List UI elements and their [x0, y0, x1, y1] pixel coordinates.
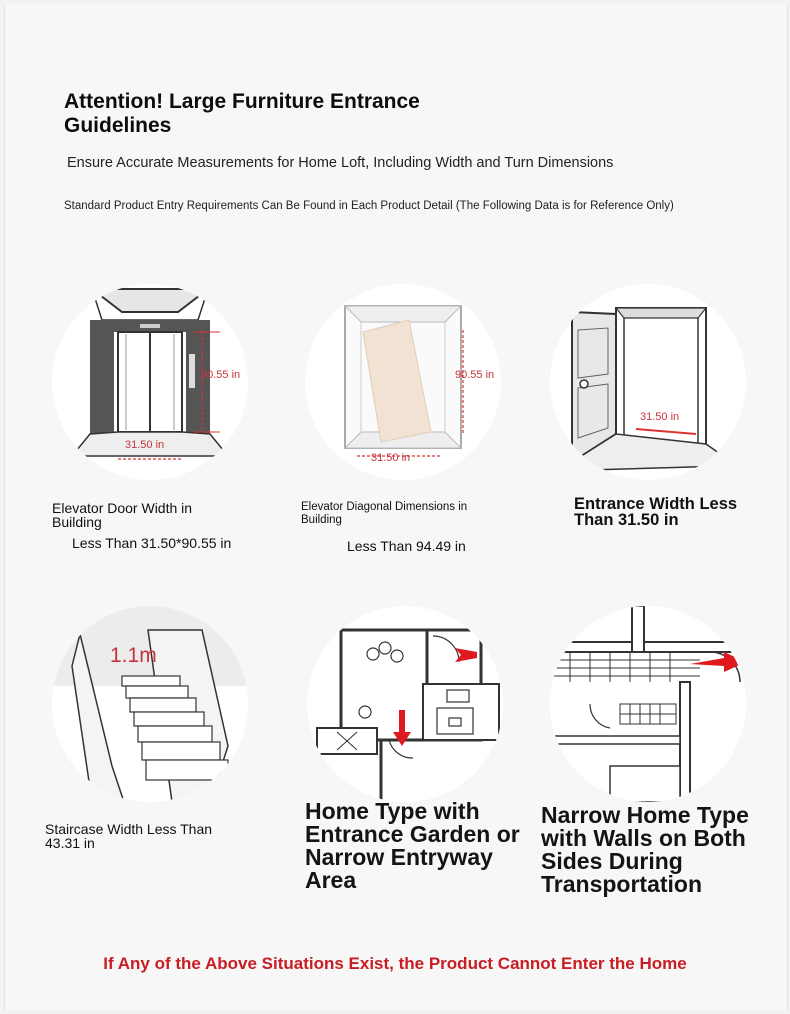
page-title: Attention! Large Furniture Entrance Guid…	[64, 90, 420, 137]
entrance-garden-illustration	[307, 606, 503, 802]
height-dimension-label: 90.55 in	[201, 369, 241, 381]
entry-warning: If Any of the Above Situations Exist, th…	[103, 954, 687, 973]
staircase-width-label: 1.1m	[110, 644, 157, 667]
narrow-home-illustration	[550, 606, 746, 802]
elevator-door-value: Less Than 31.50*90.55 in	[72, 535, 232, 551]
elevator-diagonal-illustration: 90.55 in 31.50 in	[305, 284, 501, 480]
width-dimension-label: 31.50 in	[125, 439, 165, 451]
staircase-caption: Staircase Width Less Than 43.31 in	[45, 821, 213, 851]
elevator-door-caption: Elevator Door Width in Building	[52, 500, 193, 530]
width-dimension-label: 31.50 in	[371, 452, 411, 464]
width-dimension-label: 31.50 in	[640, 411, 680, 423]
reference-note: Standard Product Entry Requirements Can …	[64, 200, 674, 212]
height-dimension-label: 90.55 in	[455, 369, 495, 381]
entrance-door-illustration: 31.50 in	[550, 284, 746, 480]
elevator-door-illustration: 90.55 in 31.50 in	[52, 284, 248, 480]
elevator-diagonal-caption: Elevator Diagonal Dimensions in Building	[301, 501, 468, 526]
narrow-home-caption: Narrow Home Type with Walls on Both Side…	[541, 802, 749, 897]
staircase-illustration: 1.1m	[52, 606, 248, 802]
entrance-width-caption: Entrance Width Less Than 31.50 in	[574, 495, 738, 529]
page-subtitle: Ensure Accurate Measurements for Home Lo…	[67, 155, 614, 171]
entrance-garden-caption: Home Type with Entrance Garden or Narrow…	[305, 798, 520, 893]
elevator-diagonal-value: Less Than 94.49 in	[347, 538, 466, 554]
page-frame	[4, 4, 788, 1010]
